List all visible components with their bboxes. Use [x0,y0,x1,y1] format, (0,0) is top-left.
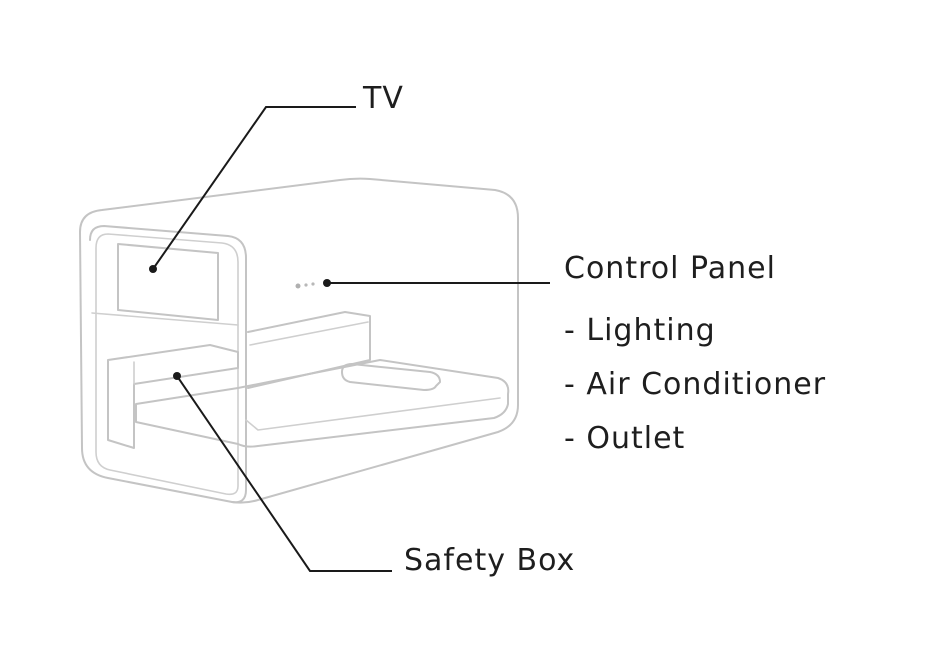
tv-leader-dot [149,265,157,273]
control-panel-dot-3 [311,282,315,286]
pillow-outline [341,363,441,391]
pod-back-step [247,311,371,389]
mattress-outline [135,359,510,448]
pod-shelf-line [91,312,239,326]
control-panel-label: Control Panel [564,251,776,286]
control-panel-leader-dot [323,279,331,287]
tv-leader-line [152,106,356,270]
pod-front-frame-inner [95,233,239,496]
mattress-top-edge [245,397,501,431]
air-conditioner-label: - Air Conditioner [564,367,827,402]
lighting-label: - Lighting [564,313,716,348]
safety-box-block [107,344,239,449]
control-panel-dot-2 [304,283,308,287]
outlet-label: - Outlet [564,421,686,456]
tv-screen [117,243,219,321]
safety-box-leader-line [176,375,392,572]
pod-shell-outline [79,177,519,504]
control-panel-dot-1 [295,283,301,289]
safety-box-leader-dot [173,372,181,380]
pod-front-frame [89,225,247,504]
safety-box-label: Safety Box [404,543,576,578]
tv-label: TV [363,81,404,116]
pod-back-step-top [249,321,369,346]
